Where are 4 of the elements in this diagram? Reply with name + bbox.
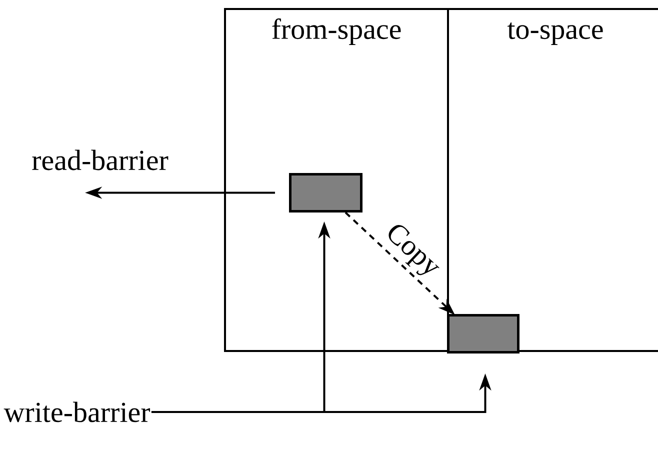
barrier-label: write-barrier (4, 402, 150, 422)
object-block (447, 314, 520, 354)
barrier-label: read-barrier (32, 150, 168, 170)
object-block (289, 173, 362, 212)
